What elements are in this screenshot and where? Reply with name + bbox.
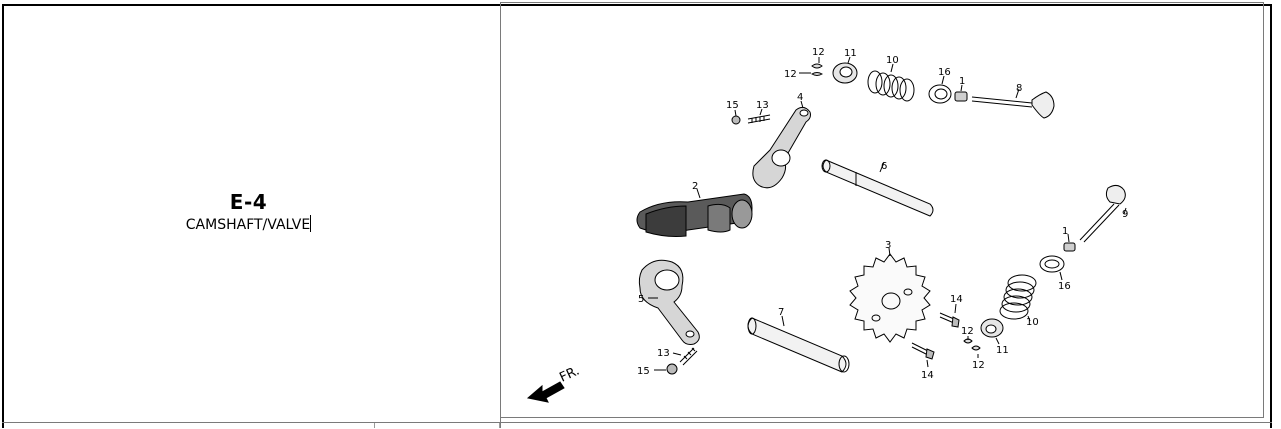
callout-11: 11 — [996, 345, 1009, 356]
callout-11: 11 — [844, 48, 857, 59]
callout-15: 15 — [726, 100, 739, 111]
callout-12: 12 — [784, 69, 797, 80]
text-caret — [310, 215, 312, 232]
front-direction-arrow — [526, 381, 565, 403]
adjusting-screw-top — [747, 108, 771, 124]
callout-5: 5 — [638, 294, 644, 305]
rocker-nut-bottom — [654, 363, 678, 375]
callout-13: 13 — [756, 100, 769, 111]
spring-seat-top — [928, 75, 952, 104]
callout-1: 1 — [1062, 226, 1068, 237]
callout-8: 8 — [1016, 83, 1022, 94]
sprocket-bolt-top — [939, 303, 960, 328]
callout-12: 12 — [961, 326, 974, 337]
callout-10: 10 — [886, 55, 899, 66]
callout-7: 7 — [778, 307, 784, 318]
callout-4: 4 — [797, 92, 803, 103]
front-direction-label: FR. — [557, 363, 582, 385]
callout-10: 10 — [1026, 317, 1039, 328]
callout-14: 14 — [921, 370, 934, 381]
valve-spring-bottom — [999, 274, 1037, 322]
rocker-shaft-top — [821, 159, 934, 217]
sprocket-bolt-bottom — [911, 342, 935, 368]
callout-2: 2 — [692, 181, 698, 192]
callout-12: 12 — [972, 360, 985, 371]
section-title: CAMSHAFT/VALVE — [185, 217, 311, 233]
adjusting-screw-bottom — [672, 347, 698, 366]
callout-9: 9 — [1122, 209, 1128, 220]
rocker-arm-bottom — [638, 259, 700, 345]
callout-16: 16 — [1058, 281, 1071, 292]
valve-stem-seal-bottom — [1063, 233, 1076, 252]
valve-cotter-bottom — [963, 336, 981, 358]
section-heading: E-4 CAMSHAFT/VALVE — [0, 190, 497, 233]
callout-6: 6 — [881, 161, 887, 172]
spring-retainer-bottom — [980, 318, 1004, 345]
callout-12: 12 — [812, 47, 825, 58]
cam-sprocket — [849, 247, 931, 343]
callout-1: 1 — [959, 76, 965, 87]
spring-seat-bottom — [1039, 255, 1065, 281]
callout-13: 13 — [657, 348, 670, 359]
valve-stem-seal-top — [954, 84, 968, 102]
valve-cotter-top — [799, 57, 823, 76]
spring-retainer-top — [832, 56, 858, 84]
callout-3: 3 — [885, 240, 891, 251]
valve-spring-top — [867, 63, 915, 102]
valve-intake — [1079, 184, 1127, 243]
section-code: E-4 — [229, 190, 268, 214]
rocker-shaft-bottom — [747, 315, 850, 373]
diagram-cell — [500, 2, 1264, 418]
valve-exhaust — [971, 88, 1055, 119]
callout-16: 16 — [938, 67, 951, 78]
callout-15: 15 — [637, 366, 650, 377]
rocker-nut-top — [731, 109, 741, 125]
rocker-arm-top — [752, 100, 811, 189]
camshaft — [636, 188, 753, 237]
next-row-border — [2, 422, 1272, 429]
callout-14: 14 — [950, 294, 963, 305]
